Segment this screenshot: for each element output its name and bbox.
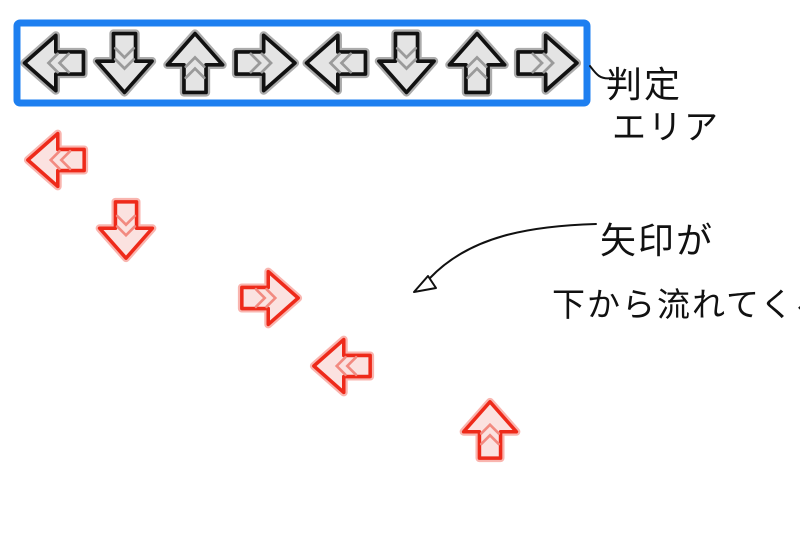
up-arrow-icon: [165, 31, 225, 95]
receptor-down: [97, 34, 152, 93]
note-left: [28, 134, 84, 187]
judgement-area-frame: [13, 19, 591, 107]
right-arrow-icon: [234, 33, 297, 93]
left-arrow-icon: [26, 131, 86, 189]
judgement-label-line2: エリア: [612, 108, 720, 148]
receptor-right: [518, 35, 577, 90]
pointer-arrowhead: [413, 275, 437, 293]
receptor-up: [167, 34, 222, 93]
up-arrow-icon: [447, 31, 507, 95]
judgement-label-line1: 判定: [606, 65, 683, 106]
down-arrow-icon: [95, 31, 154, 95]
annotation-line2: 下から流れてくる: [552, 285, 800, 324]
receptor-down: [379, 34, 434, 93]
note-up: [464, 402, 517, 458]
annotation-line1: 矢印が: [600, 221, 715, 262]
left-arrow-icon: [22, 33, 86, 93]
note-right: [242, 272, 298, 325]
pointer-curve: [429, 223, 597, 279]
right-arrow-icon: [516, 33, 579, 93]
down-arrow-icon: [97, 200, 155, 260]
note-down: [100, 202, 153, 258]
judgement-label-connector: [589, 65, 613, 80]
receptor-row: [25, 34, 577, 93]
receptor-left: [25, 35, 84, 90]
receptor-left: [307, 35, 366, 90]
note-left: [314, 340, 370, 393]
left-arrow-icon: [312, 337, 372, 395]
receptor-right: [236, 35, 295, 90]
left-arrow-icon: [304, 33, 368, 93]
up-arrow-icon: [461, 400, 519, 460]
receptor-up: [449, 34, 504, 93]
down-arrow-icon: [377, 31, 436, 95]
falling-notes: [28, 134, 517, 459]
right-arrow-icon: [240, 269, 300, 327]
